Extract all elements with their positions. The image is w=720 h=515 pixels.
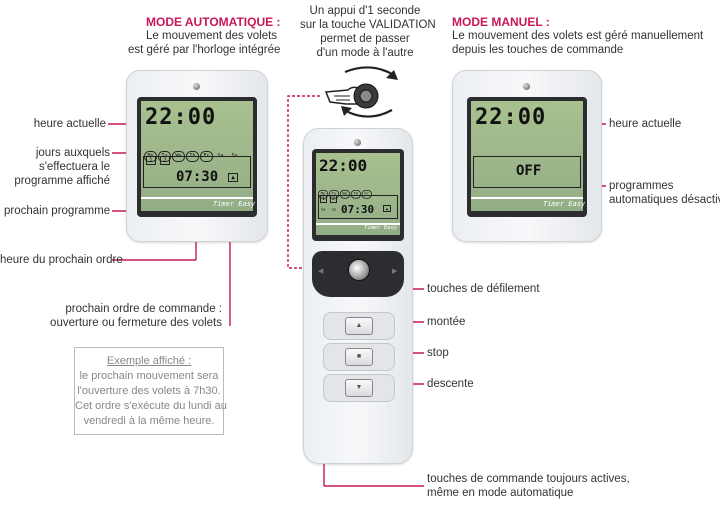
current-time: 22:00 <box>319 156 368 175</box>
program-box: 1 2 07:30 ▲ <box>318 195 398 219</box>
stop-button-well: ■ <box>323 343 395 371</box>
program-tag-1: 1 <box>320 195 328 203</box>
led-icon <box>193 83 200 90</box>
remote-manual-mode: 22:00 OFF Timer Easy <box>452 70 602 242</box>
day-sa: Sa <box>320 207 326 212</box>
current-time: 22:00 <box>475 105 547 130</box>
program-tag-2: 2 <box>330 195 338 203</box>
center-note-3: permet de passer <box>320 33 410 45</box>
center-note-1: Un appui d'1 seconde <box>309 5 421 17</box>
up-button-well: ▲ <box>323 312 395 340</box>
label-down: descente <box>427 378 474 390</box>
example-line-1: le prochain mouvement sera <box>79 370 219 382</box>
brand-label: Timer Easy <box>543 200 586 208</box>
label-next-order-time: heure du prochain ordre <box>0 254 123 266</box>
divider <box>471 197 583 199</box>
label-days-3: programme affiché <box>14 175 110 187</box>
scroll-right-button[interactable]: ▶ <box>392 268 398 275</box>
label-scroll-keys: touches de défilement <box>427 283 540 295</box>
hand-press-icon <box>324 82 380 110</box>
program-time: 07:30 <box>341 203 375 216</box>
example-line-3: Cet ordre s'exécute du lundi au <box>75 400 227 412</box>
center-note-2: sur la touche VALIDATION <box>300 19 436 31</box>
scroll-left-button[interactable]: ◀ <box>318 268 324 275</box>
divider <box>141 197 253 199</box>
program-box: 1 2 07:30 ▲ <box>143 156 251 188</box>
day-th: Th <box>350 190 361 199</box>
label-always-active-1: touches de commande toujours actives, <box>427 473 630 485</box>
label-programs-1: programmes <box>609 180 674 192</box>
display-bezel: 22:00 OFF Timer Easy <box>467 97 587 217</box>
lcd-screen: 22:00 OFF Timer Easy <box>470 100 586 212</box>
example-box: Exemple affiché : le prochain mouvement … <box>74 347 227 435</box>
manual-mode-title: MODE MANUEL : <box>452 15 550 29</box>
led-icon <box>354 139 361 146</box>
label-current-time: heure actuelle <box>33 118 106 130</box>
divider <box>316 223 400 225</box>
program-box: OFF <box>473 156 581 188</box>
up-arrow-icon: ▲ <box>383 205 391 212</box>
program-tag-2: 2 <box>160 156 170 165</box>
label-always-active-2: même en mode automatique <box>427 487 574 499</box>
label-current-time-manual: heure actuelle <box>609 118 682 130</box>
center-note-4: d'un mode à l'autre <box>316 47 414 59</box>
auto-mode-title: MODE AUTOMATIQUE : <box>146 15 281 29</box>
led-icon <box>523 83 530 90</box>
brand-label: Timer Easy <box>213 200 256 208</box>
up-button[interactable]: ▲ <box>345 317 373 335</box>
day-fr: Fr <box>361 190 372 199</box>
navigation-pad: ◀ ▶ <box>312 251 404 297</box>
down-button[interactable]: ▼ <box>345 379 373 397</box>
program-time: 07:30 <box>176 169 219 185</box>
example-title: Exemple affiché : <box>106 355 192 367</box>
auto-mode-desc-1: Le mouvement des volets <box>146 30 278 42</box>
day-su: Su <box>331 207 337 212</box>
day-we: We <box>339 190 350 199</box>
stop-button[interactable]: ■ <box>345 348 373 366</box>
up-arrow-icon: ▲ <box>228 173 238 182</box>
manual-mode-desc-2: depuis les touches de commande <box>452 44 624 56</box>
program-tag-1: 1 <box>146 156 156 165</box>
current-time: 22:00 <box>145 105 217 130</box>
label-up: montée <box>427 316 466 328</box>
label-next-order-2: ouverture ou fermeture des volets <box>50 317 222 329</box>
example-line-4: vendredi à la même heure. <box>83 415 215 427</box>
off-indicator: OFF <box>516 163 542 179</box>
validation-button[interactable] <box>348 259 370 281</box>
manual-mode-desc-1: Le mouvement des volets est géré manuell… <box>452 30 704 42</box>
down-button-well: ▼ <box>323 374 395 402</box>
brand-label: Timer Easy <box>364 225 398 231</box>
label-next-program: prochain programme <box>4 205 111 217</box>
example-line-2: l'ouverture des volets à 7h30. <box>77 385 221 397</box>
label-next-order-1: prochain ordre de commande : <box>65 303 222 315</box>
label-stop: stop <box>427 347 449 359</box>
label-days-2: s'effectuera le <box>38 161 110 173</box>
auto-mode-desc-2: est géré par l'horloge intégrée <box>128 44 281 56</box>
label-programs-2: automatiques désactivés <box>609 194 720 206</box>
label-days-1: jours auxquels <box>35 147 110 159</box>
